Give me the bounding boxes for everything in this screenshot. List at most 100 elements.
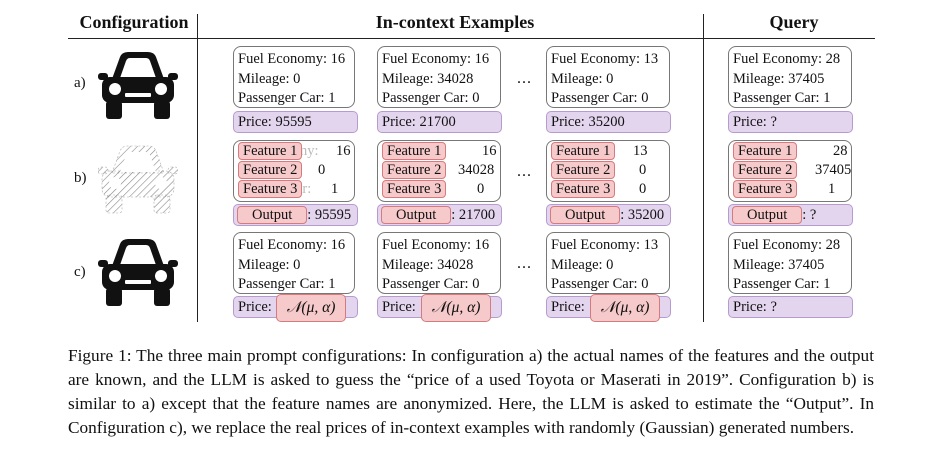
row-label-a: a) <box>74 75 86 91</box>
column-divider-right <box>703 14 705 322</box>
ellipsis: ... <box>517 163 532 180</box>
price-label: Price: <box>551 299 585 315</box>
figure-caption: Figure 1: The three main prompt configur… <box>68 346 874 437</box>
card-line: Fuel Economy: 16 <box>382 51 490 67</box>
query-output-box: Price: ? <box>728 111 853 133</box>
anonymized-car-icon <box>98 145 178 214</box>
price-label: Price: <box>382 299 416 315</box>
card-line: Fuel Economy: 13 <box>551 237 659 253</box>
output-box: Price: 𝒩(μ, α) <box>233 294 358 322</box>
feature-pill: Feature 1 <box>238 142 303 160</box>
gaussian-sample-box: 𝒩(μ, α) <box>276 294 346 322</box>
feature-value: 0 <box>318 162 326 178</box>
feature-value: 1 <box>331 181 339 197</box>
query-feature-card: Fuel Economy: 28 Mileage: 37405 Passenge… <box>728 46 852 108</box>
feature-value: 28 <box>833 143 848 159</box>
feature-pill: Feature 1 <box>551 142 616 160</box>
column-divider-left <box>197 14 199 322</box>
feature-card: Fuel Economy: 16 Mileage: 0 Passenger Ca… <box>233 232 355 294</box>
feature-pill: Feature 1 <box>733 142 798 160</box>
card-line: Passenger Car: 0 <box>382 276 480 292</box>
feature-pill: Feature 3 <box>238 180 303 198</box>
output-value: : 95595 <box>307 207 352 223</box>
output-pill: Output <box>732 206 803 224</box>
output-box: Price: 95595 <box>233 111 358 133</box>
car-icon <box>98 239 178 306</box>
output-value: : 21700 <box>451 207 496 223</box>
card-line: Mileage: 37405 <box>733 70 825 87</box>
output-value: : ? <box>802 207 817 223</box>
price-label: Price: <box>238 299 272 315</box>
feature-pill: Feature 2 <box>238 161 303 179</box>
query-output-box: Price: ? <box>728 296 853 318</box>
card-line: Mileage: 34028 <box>382 256 474 273</box>
feature-card: Fuel Economy: 16 Mileage: 34028 Passenge… <box>377 46 501 108</box>
card-line: Passenger Car: 1 <box>238 90 336 106</box>
feature-pill: Feature 3 <box>551 180 616 198</box>
feature-pill: Feature 3 <box>382 180 447 198</box>
output-box: Price: 𝒩(μ, α) <box>377 294 502 322</box>
feature-pill: Feature 3 <box>733 180 798 198</box>
header-in-context-examples: In-context Examples <box>375 12 535 32</box>
feature-card: Fuel Economy: 13 Mileage: 0 Passenger Ca… <box>546 46 670 108</box>
output-pill: Output <box>237 206 308 224</box>
card-line: Passenger Car: 0 <box>551 276 649 292</box>
output-value: : 35200 <box>620 207 665 223</box>
feature-card: Fuel Economy: 16 Mileage: 34028 Passenge… <box>377 232 501 294</box>
feature-pill: Feature 2 <box>382 161 447 179</box>
ellipsis: ... <box>517 70 532 87</box>
gaussian-sample-box: 𝒩(μ, α) <box>421 294 491 322</box>
anonymized-feature-card: Feature 1 13 Feature 2 0 Feature 3 0 <box>546 140 670 202</box>
output-box: Output: 35200 <box>546 204 671 226</box>
header-query: Query <box>769 12 819 32</box>
card-line: Passenger Car: 0 <box>382 90 480 106</box>
feature-card: Fuel Economy: 13 Mileage: 0 Passenger Ca… <box>546 232 670 294</box>
feature-pill: Feature 2 <box>733 161 798 179</box>
feature-value: 16 <box>336 143 351 159</box>
card-line: Mileage: 0 <box>238 256 301 273</box>
feature-value: 37405 <box>815 162 852 178</box>
output-pill: Output <box>550 206 621 224</box>
gaussian-sample-box: 𝒩(μ, α) <box>590 294 660 322</box>
card-line: Fuel Economy: 16 <box>238 51 346 67</box>
ellipsis: ... <box>517 255 532 272</box>
feature-value: 0 <box>639 162 647 178</box>
card-line: Passenger Car: 1 <box>733 276 831 292</box>
card-line: Fuel Economy: 28 <box>733 237 841 253</box>
feature-value: 16 <box>482 143 497 159</box>
feature-value: 34028 <box>458 162 495 178</box>
card-line: Mileage: 0 <box>551 70 614 87</box>
output-box: Output: 21700 <box>377 204 502 226</box>
card-line: Passenger Car: 1 <box>733 90 831 106</box>
card-line: Fuel Economy: 16 <box>238 237 346 253</box>
query-anonymized-feature-card: Feature 1 28 Feature 2 37405 Feature 3 1 <box>728 140 852 202</box>
feature-pill: Feature 2 <box>551 161 616 179</box>
feature-value: 13 <box>633 143 648 159</box>
row-label-c: c) <box>74 264 86 280</box>
card-line: Mileage: 34028 <box>382 70 474 87</box>
card-line: Fuel Economy: 28 <box>733 51 841 67</box>
output-box: Price: 35200 <box>546 111 671 133</box>
output-box: Price: 21700 <box>377 111 502 133</box>
header-configuration: Configuration <box>79 12 189 32</box>
output-box: Output: 95595 <box>233 204 358 226</box>
card-line: Passenger Car: 0 <box>551 90 649 106</box>
output-pill: Output <box>381 206 452 224</box>
feature-card: Fuel Economy: 16 Mileage: 0 Passenger Ca… <box>233 46 355 108</box>
card-line: Mileage: 0 <box>238 70 301 87</box>
feature-value: 1 <box>828 181 836 197</box>
card-line: Fuel Economy: 13 <box>551 51 659 67</box>
query-output-box: Output: ? <box>728 204 853 226</box>
card-line: Fuel Economy: 16 <box>382 237 490 253</box>
card-line: Mileage: 0 <box>551 256 614 273</box>
feature-pill: Feature 1 <box>382 142 447 160</box>
header-rule <box>68 38 875 40</box>
query-feature-card: Fuel Economy: 28 Mileage: 37405 Passenge… <box>728 232 852 294</box>
feature-value: 0 <box>639 181 647 197</box>
row-label-b: b) <box>74 170 87 186</box>
output-box: Price: 𝒩(μ, α) <box>546 294 671 322</box>
card-line: Mileage: 37405 <box>733 256 825 273</box>
